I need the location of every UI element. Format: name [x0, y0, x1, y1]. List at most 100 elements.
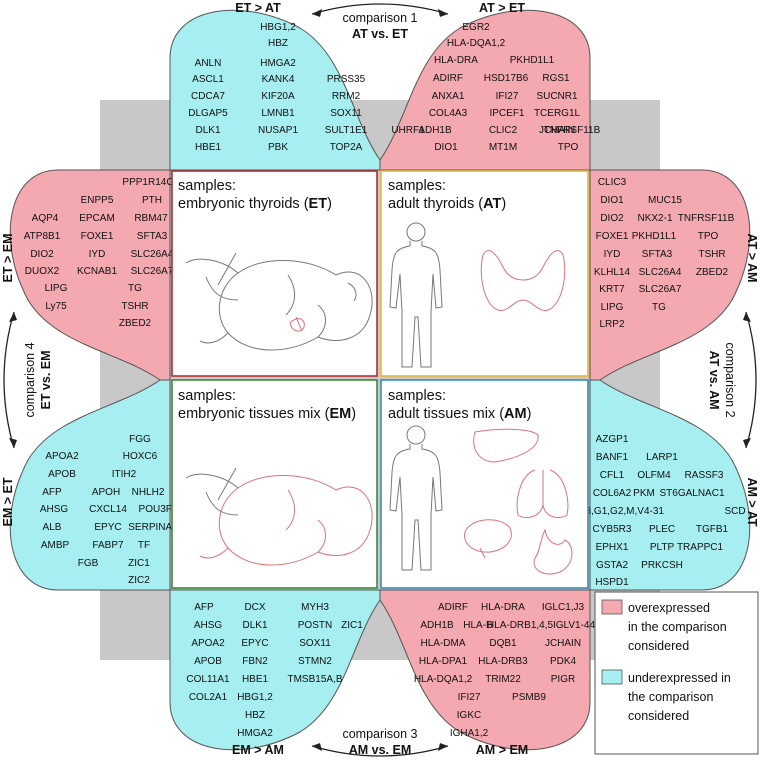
gene-label: ZIC1	[341, 620, 363, 631]
gene-label: MT1M	[489, 142, 517, 153]
comparison-3-name: comparison 3	[342, 727, 417, 741]
gene-label: DLK1	[195, 125, 220, 136]
gene-label: Ly75	[45, 301, 67, 312]
panel-et-frame	[171, 170, 378, 377]
arrow-heads	[9, 9, 751, 751]
label-at-gt-et: AT > ET	[479, 1, 525, 15]
stomach-icon	[533, 528, 573, 575]
gene-label: IGHG3,G1,G2,M,V4-31	[560, 506, 664, 517]
gene-label: NUSAP1	[258, 125, 298, 136]
gene-label: POU3F3	[139, 504, 178, 515]
gene-label: SLC26A4	[639, 267, 682, 278]
gene-label: NHLH2	[132, 487, 165, 498]
human-silhouette-at	[389, 222, 443, 368]
gene-label: AMBP	[41, 540, 70, 551]
gene-label: HLA-DQA1,2	[414, 674, 473, 685]
gene-label: ZBED2	[696, 267, 729, 278]
gene-label: KCNAB1	[77, 266, 117, 277]
gene-label: ASCL1	[192, 74, 224, 85]
gene-label: AZGP1	[596, 434, 629, 445]
gene-label: TNFRSF11B	[544, 125, 601, 136]
gene-label: CFL1	[600, 470, 625, 481]
comparison-arrows	[3, 3, 757, 757]
gene-label: SOX11	[299, 638, 331, 649]
gene-label: SERPINA1	[128, 522, 178, 533]
gene-label: PKHD1L1	[510, 55, 555, 66]
petal-at-gt-et	[379, 9, 591, 171]
panel-at-frame	[380, 170, 589, 377]
gene-label: IFI27	[496, 91, 519, 102]
gene-label: TSHR	[121, 301, 148, 312]
gene-label: COL11A1	[186, 674, 230, 685]
gene-label: IGLC1,J3	[542, 602, 585, 613]
gene-label: CLIC2	[489, 125, 518, 136]
gene-label: HBZ	[268, 38, 288, 49]
petal-et-gt-em	[9, 169, 171, 381]
petal-am-gt-em	[379, 589, 591, 751]
gene-label: OLFM4	[637, 470, 671, 481]
thyroid-illustration-at	[480, 250, 566, 311]
gene-label: DUOX2	[25, 266, 60, 277]
legend-swatch-over	[601, 599, 623, 615]
gene-label: APOB	[194, 656, 222, 667]
gene-label: AQP4	[32, 213, 59, 224]
gene-label: TPO	[698, 231, 719, 242]
comparison-2-name: comparison 2	[723, 342, 737, 417]
gene-label: SUCNR1	[536, 91, 578, 102]
gene-label: HLA-DRB1,4,5	[487, 620, 554, 631]
gene-label: TPO	[558, 142, 579, 153]
gene-label: SFTA3	[642, 249, 673, 260]
panel-am-frame	[380, 379, 589, 589]
gene-label: CLIC3	[598, 177, 627, 188]
gene-label: DIO2	[600, 213, 624, 224]
gene-label: HLA-DMA	[420, 638, 465, 649]
embryo-illustration-et	[185, 252, 373, 351]
gene-label: ATP8B1	[24, 231, 61, 242]
gene-label: ALB	[43, 522, 62, 533]
gene-label: TNFRSF11B	[678, 213, 735, 224]
gene-label: HBZ	[245, 710, 265, 721]
gene-label: IGLV1-44	[553, 620, 595, 631]
gene-label: UHRF1	[391, 125, 425, 136]
gene-label: PSMB9	[512, 692, 546, 703]
panel-em-title-1: samples:	[178, 388, 236, 404]
gene-label: ADIRF	[438, 602, 468, 613]
panel-at-title-2: adult thyroids (AT)	[388, 196, 506, 212]
gene-label: KLHL14	[594, 267, 631, 278]
petal-em-gt-am	[169, 589, 381, 751]
gene-label: COL4A3	[429, 108, 468, 119]
gene-label: DQB1	[489, 638, 517, 649]
gene-label: HSPD1	[595, 577, 629, 588]
gene-label: EPYC	[241, 638, 268, 649]
legend-over-2: in the comparison	[628, 620, 727, 634]
gene-label: IFI27	[458, 692, 481, 703]
gene-label: LRP2	[599, 319, 624, 330]
gene-label: SOX11	[330, 108, 362, 119]
gene-label: CDCA7	[191, 91, 225, 102]
gene-label: DCX	[244, 602, 265, 613]
gene-label: HOXC6	[123, 451, 158, 462]
gene-label: TRIM22	[485, 674, 521, 685]
gene-label: HBE1	[195, 142, 222, 153]
gene-label: APOA2	[45, 451, 79, 462]
gene-label: FOXE1	[81, 231, 114, 242]
gene-label: JCHAIN	[545, 638, 581, 649]
gene-label: HMGA2	[237, 728, 273, 739]
liver-icon	[473, 428, 539, 463]
gene-label: ZIC2	[128, 575, 150, 586]
gene-label: AHSG	[194, 620, 223, 631]
gene-label: IGHA1,2	[450, 728, 489, 739]
gene-label: ANLN	[195, 58, 222, 69]
gene-label: JCHAIN	[539, 125, 575, 136]
gene-label: HSD17B6	[484, 73, 529, 84]
label-em-gt-am: EM > AM	[232, 743, 284, 757]
panel-em-title-2: embryonic tissues mix (EM)	[178, 406, 356, 422]
gene-label: DLGAP5	[188, 108, 228, 119]
gene-label: PRKCSH	[641, 560, 683, 571]
gene-label: PKM	[633, 488, 655, 499]
gene-label: PIGR	[551, 674, 575, 685]
legend-over-1: overexpressed	[628, 601, 710, 615]
gene-label: LARP1	[646, 452, 678, 463]
